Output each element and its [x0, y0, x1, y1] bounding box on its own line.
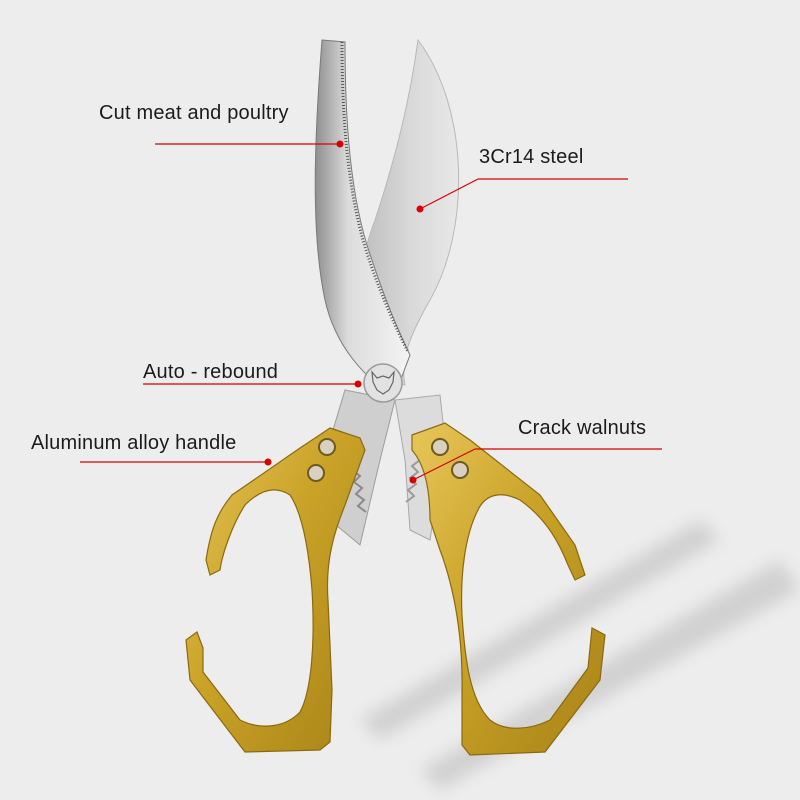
nut-cracker-teeth-left: [351, 469, 367, 513]
left-rivet-top: [318, 438, 336, 456]
dot-rebound: [354, 380, 362, 388]
left-handle: [185, 427, 366, 753]
callout-steel: 3Cr14 steel: [479, 146, 584, 168]
dot-cut-meat: [336, 140, 344, 148]
right-rivet-bottom: [451, 461, 469, 479]
serrated-edge: [340, 41, 410, 353]
pivot-wolf-emblem: [363, 363, 403, 403]
callout-walnuts: Crack walnuts: [518, 417, 647, 439]
right-rivet-top: [431, 438, 449, 456]
callout-lines: [80, 140, 662, 484]
dot-walnuts: [409, 476, 417, 484]
dot-steel: [416, 205, 424, 213]
callout-handle: Aluminum alloy handle: [31, 432, 237, 454]
right-handle: [411, 422, 606, 756]
dot-handle: [264, 458, 272, 466]
callout-rebound: Auto - rebound: [143, 361, 279, 383]
left-rivet-bottom: [307, 464, 325, 482]
callout-cut-meat: Cut meat and poultry: [99, 102, 289, 124]
